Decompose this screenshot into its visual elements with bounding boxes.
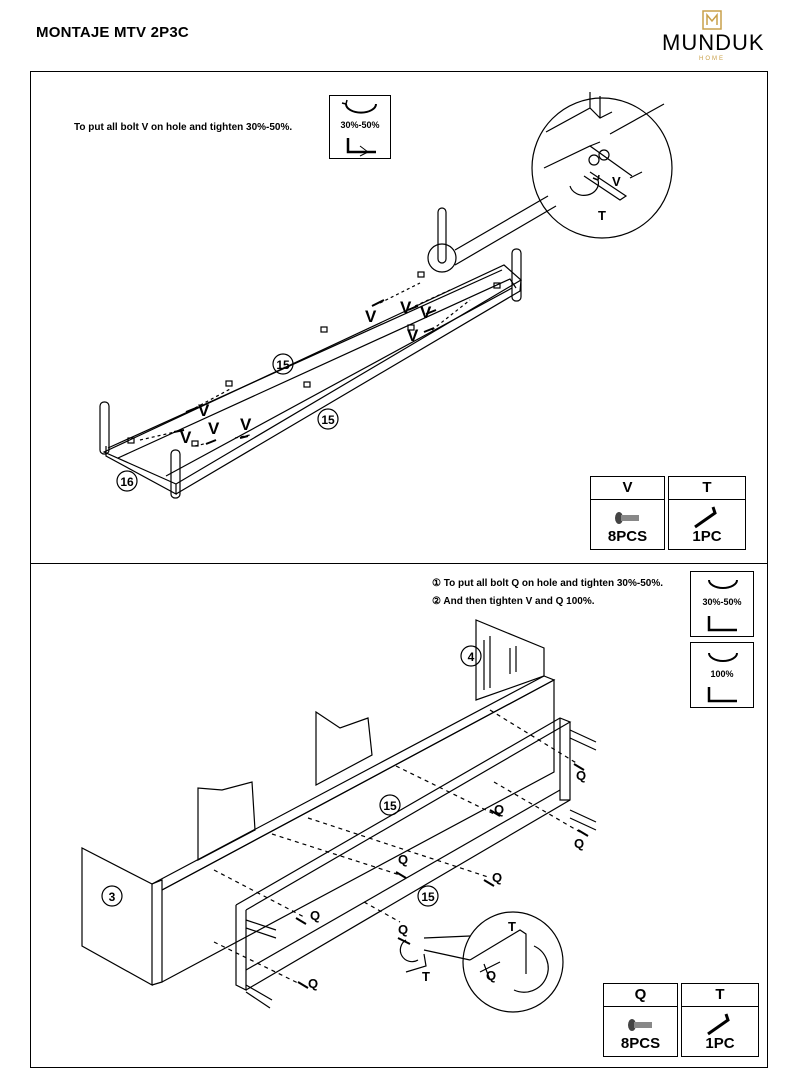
bolt-label: V: [365, 307, 377, 326]
part-label: 15: [276, 358, 290, 372]
brand-logo: MUNDUK HOME: [662, 10, 765, 62]
allen-key-small-icon: [707, 616, 737, 632]
step-1-instruction: To put all bolt V on hole and tighten 30…: [74, 122, 293, 133]
bolt-label: V: [400, 298, 412, 317]
callout-tool-label: T: [598, 208, 606, 223]
part-label: 15: [321, 413, 335, 427]
step-2-instruction-2: ② And then tighten V and Q 100%.: [432, 596, 595, 607]
parts-table-bolt-v: V 8PCS: [590, 476, 665, 550]
part-qty: 1PC: [705, 1035, 735, 1052]
brand-name: MUNDUK: [662, 30, 765, 55]
step-2-instruction-1: ① To put all bolt Q on hole and tighten …: [432, 578, 664, 589]
bolt-icon: [628, 1019, 652, 1031]
step-2-panel: [30, 563, 768, 1068]
bolt-label: Q: [574, 836, 584, 851]
tighten-arrow-icon: [341, 99, 377, 114]
part-letter: T: [669, 477, 745, 500]
callout-bolt-label: Q: [486, 968, 496, 983]
brand-mark-icon: [702, 10, 722, 30]
brand-subtitle: HOME: [699, 56, 725, 62]
bolt-label: Q: [308, 976, 318, 991]
allen-key-icon: [694, 506, 717, 529]
bolt-label: Q: [494, 802, 504, 817]
torque-box-step1: 30%-50%: [329, 95, 391, 159]
bolt-icon: [615, 512, 639, 524]
bolt-label: Q: [310, 908, 320, 923]
part-letter: Q: [604, 984, 677, 1007]
tighten-arrow-icon: [708, 579, 738, 589]
part-letter: V: [591, 477, 664, 500]
torque-label-step1: 30%-50%: [340, 120, 380, 130]
parts-table-bolt-q: Q 8PCS: [603, 983, 678, 1057]
part-qty: 1PC: [692, 528, 722, 545]
torque-label-step2b: 100%: [710, 669, 734, 679]
bolt-label: V: [407, 326, 419, 345]
part-letter: T: [682, 984, 758, 1007]
bolt-label: V: [240, 415, 252, 434]
document-title: MONTAJE MTV 2P3C: [36, 24, 189, 41]
parts-table-tool-t: T 1PC: [681, 983, 759, 1057]
allen-key-small-icon: [707, 687, 737, 703]
bolt-label: Q: [398, 922, 408, 937]
part-label: 4: [468, 650, 475, 664]
torque-box-step2a: 30%-50%: [690, 571, 754, 637]
allen-key-icon: [707, 1013, 730, 1036]
bolt-label: V: [180, 428, 192, 447]
torque-label-step2a: 30%-50%: [702, 597, 742, 607]
parts-table-tool-t: T 1PC: [668, 476, 746, 550]
bolt-label: V: [208, 419, 220, 438]
part-label: 15: [383, 799, 397, 813]
part-label: 16: [120, 475, 134, 489]
callout-bolt-label: V: [612, 174, 621, 189]
part-label: 3: [109, 890, 116, 904]
part-qty: 8PCS: [620, 1035, 661, 1052]
tool-label: T: [422, 969, 430, 984]
bolt-label: Q: [576, 768, 586, 783]
part-label: 15: [421, 890, 435, 904]
allen-key-small-icon: [346, 138, 376, 157]
bolt-label: V: [420, 303, 432, 322]
tighten-full-arrow-icon: [708, 652, 738, 662]
torque-box-step2b: 100%: [690, 642, 754, 708]
bolt-label: V: [198, 401, 210, 420]
callout-tool-label: T: [508, 919, 516, 934]
bolt-label: Q: [492, 870, 502, 885]
bolt-label: Q: [398, 852, 408, 867]
part-qty: 8PCS: [607, 528, 648, 545]
